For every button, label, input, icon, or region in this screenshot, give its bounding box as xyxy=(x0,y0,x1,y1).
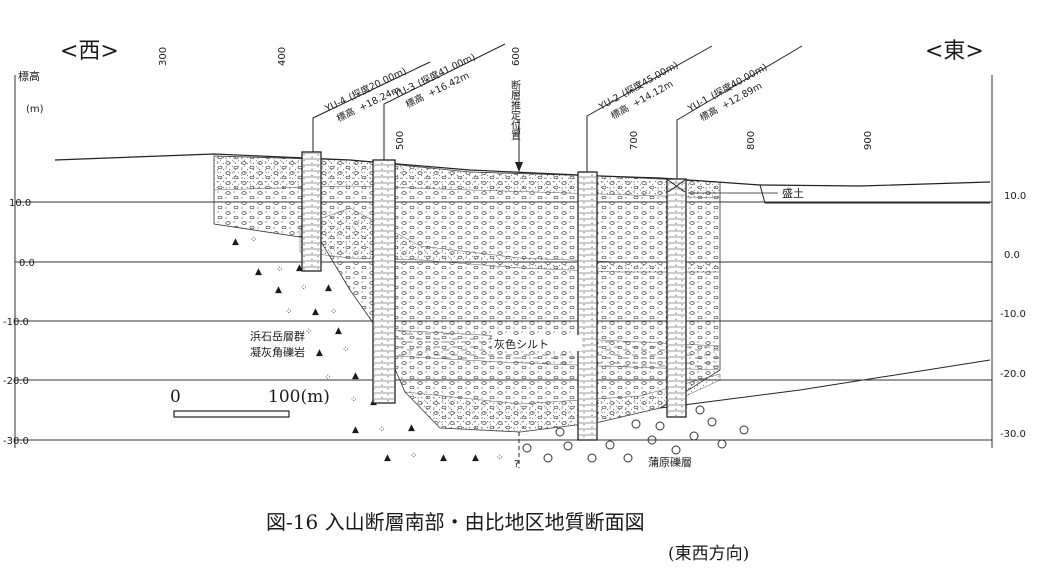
borehole-yu1-fill-mark xyxy=(667,179,686,193)
svg-text:⁘: ⁘ xyxy=(410,451,418,461)
right-tick-0: 0.0 xyxy=(1004,250,1020,261)
svg-text:▲: ▲ xyxy=(352,425,359,435)
borehole-yu1-core xyxy=(668,180,685,416)
right-tick-minus10: -10.0 xyxy=(1000,309,1026,320)
ground-surface-line xyxy=(54,153,991,187)
scale-bar: 0 100(m) xyxy=(170,387,330,418)
left-tick-0: 0.0 xyxy=(19,258,35,269)
silt-label-backdrop xyxy=(492,335,582,351)
right-tick-10: 10.0 xyxy=(1004,191,1026,202)
borehole-yu1-label: YU-1(探度40.00m) 標高+12.89m xyxy=(685,61,769,124)
silt-label: 灰色シルト xyxy=(494,337,549,351)
borehole-yu3-leader xyxy=(383,43,506,160)
distance-tick-300: 300 xyxy=(158,47,169,66)
svg-text:⁘: ⁘ xyxy=(378,425,386,435)
kanbara-gravel-marks xyxy=(522,405,749,463)
svg-text:⁘: ⁘ xyxy=(300,283,308,293)
svg-text:⁘: ⁘ xyxy=(330,307,338,317)
fault-position-arrow-head xyxy=(515,162,523,172)
svg-text:▲: ▲ xyxy=(352,371,359,381)
right-elevation-ticks: 10.0 0.0 -10.0 -20.0 -30.0 xyxy=(1000,191,1026,440)
fill-label: 盛土 xyxy=(782,186,804,200)
kanbara-boundary-line xyxy=(659,359,991,409)
figure-caption-subtitle: (東西方向) xyxy=(668,544,749,564)
svg-text:▲: ▲ xyxy=(408,423,415,433)
svg-text:⁘: ⁘ xyxy=(250,235,258,245)
scale-bar-start-label: 0 xyxy=(170,387,181,407)
borehole-yu2-core xyxy=(579,173,596,439)
borehole-yu3-core xyxy=(374,161,394,402)
distance-tick-group: 300 400 500 600 700 800 900 xyxy=(158,47,874,150)
hamaishi-label-line2: 凝灰角礫岩 xyxy=(250,345,305,359)
distance-tick-400: 400 xyxy=(277,47,288,66)
svg-text:⁘: ⁘ xyxy=(496,453,504,463)
hamaishi-basement-marks: ▲⁘ ▲⁘▲ ▲⁘▲ ⁘▲⁘ ⁘▲ ▲⁘ ⁘▲ ⁘▲ ▲⁘▲ ▲⁘▲▲⁘ xyxy=(232,235,504,463)
scale-bar-rect xyxy=(173,410,290,418)
distance-tick-700: 700 xyxy=(629,131,640,150)
borehole-yu4 xyxy=(301,151,322,272)
elevation-grid xyxy=(15,201,992,441)
svg-text:▲: ▲ xyxy=(316,348,323,358)
borehole-yu2-label: YU-2(探度45.00m) 標高+14.12m xyxy=(596,59,680,122)
right-tick-minus20: -20.0 xyxy=(1000,369,1026,380)
borehole-labels: YU-4(探度20.00m) 標高+18.24m YU-3(探度41.00m) … xyxy=(323,51,770,125)
svg-text:⁘: ⁘ xyxy=(285,307,293,317)
svg-text:⁘: ⁘ xyxy=(342,345,350,355)
elevation-axis-title: 標高 xyxy=(18,69,40,83)
svg-text:⁘: ⁘ xyxy=(324,373,332,383)
west-label: <西> xyxy=(60,39,119,64)
fault-question-mark: ? xyxy=(514,459,519,470)
east-label: <東> xyxy=(925,39,984,64)
left-elevation-ticks: 10.0 0.0 -10.0 -20.0 -30.0 xyxy=(3,198,35,447)
svg-text:⁘: ⁘ xyxy=(276,265,284,275)
fill-embankment-line xyxy=(759,184,990,204)
svg-text:▲: ▲ xyxy=(384,453,391,463)
borehole-yu2 xyxy=(577,171,598,441)
right-tick-minus30: -30.0 xyxy=(1000,429,1026,440)
borehole-yu1-leader xyxy=(676,45,803,179)
borehole-yu4-leader xyxy=(312,61,431,152)
fault-position-label: 断層推定位置 xyxy=(509,79,521,140)
svg-text:▲: ▲ xyxy=(325,283,332,293)
svg-text:▲: ▲ xyxy=(296,263,303,273)
borehole-yu3-label: YU-3(探度41.00m) 標高+16.42m xyxy=(392,51,478,111)
middle-sand-layer xyxy=(299,207,721,273)
left-tick-10: 10.0 xyxy=(9,198,31,209)
svg-text:▲: ▲ xyxy=(232,237,239,247)
borehole-yu3 xyxy=(372,159,396,404)
svg-text:⁘: ⁘ xyxy=(305,327,313,337)
left-tick-minus30: -30.0 xyxy=(3,436,29,447)
svg-text:▲: ▲ xyxy=(255,267,262,277)
left-tick-minus20: -20.0 xyxy=(3,376,29,387)
svg-text:▲: ▲ xyxy=(275,285,282,295)
borehole-yu1 xyxy=(666,178,687,418)
svg-text:▲: ▲ xyxy=(440,453,447,463)
kanbara-gravel-label: 蒲原礫層 xyxy=(648,455,692,469)
distance-tick-800: 800 xyxy=(746,131,757,150)
elevation-axis-unit: (m) xyxy=(26,104,44,115)
distance-tick-600: 600 xyxy=(511,47,522,66)
svg-text:▲: ▲ xyxy=(335,326,342,336)
svg-text:▲: ▲ xyxy=(312,307,319,317)
hamaishi-label-line1: 浜石岳層群 xyxy=(250,329,305,343)
distance-tick-500: 500 xyxy=(395,131,406,150)
svg-text:⁘: ⁘ xyxy=(350,395,358,405)
borehole-yu4-core xyxy=(303,153,320,270)
left-tick-minus10: -10.0 xyxy=(3,317,29,328)
borehole-yu2-leader xyxy=(586,45,713,172)
scale-bar-end-label: 100(m) xyxy=(268,387,330,407)
distance-tick-900: 900 xyxy=(863,131,874,150)
figure-caption-title: 図-16 入山断層南部・由比地区地質断面図 xyxy=(266,510,645,534)
svg-text:▲: ▲ xyxy=(472,453,479,463)
